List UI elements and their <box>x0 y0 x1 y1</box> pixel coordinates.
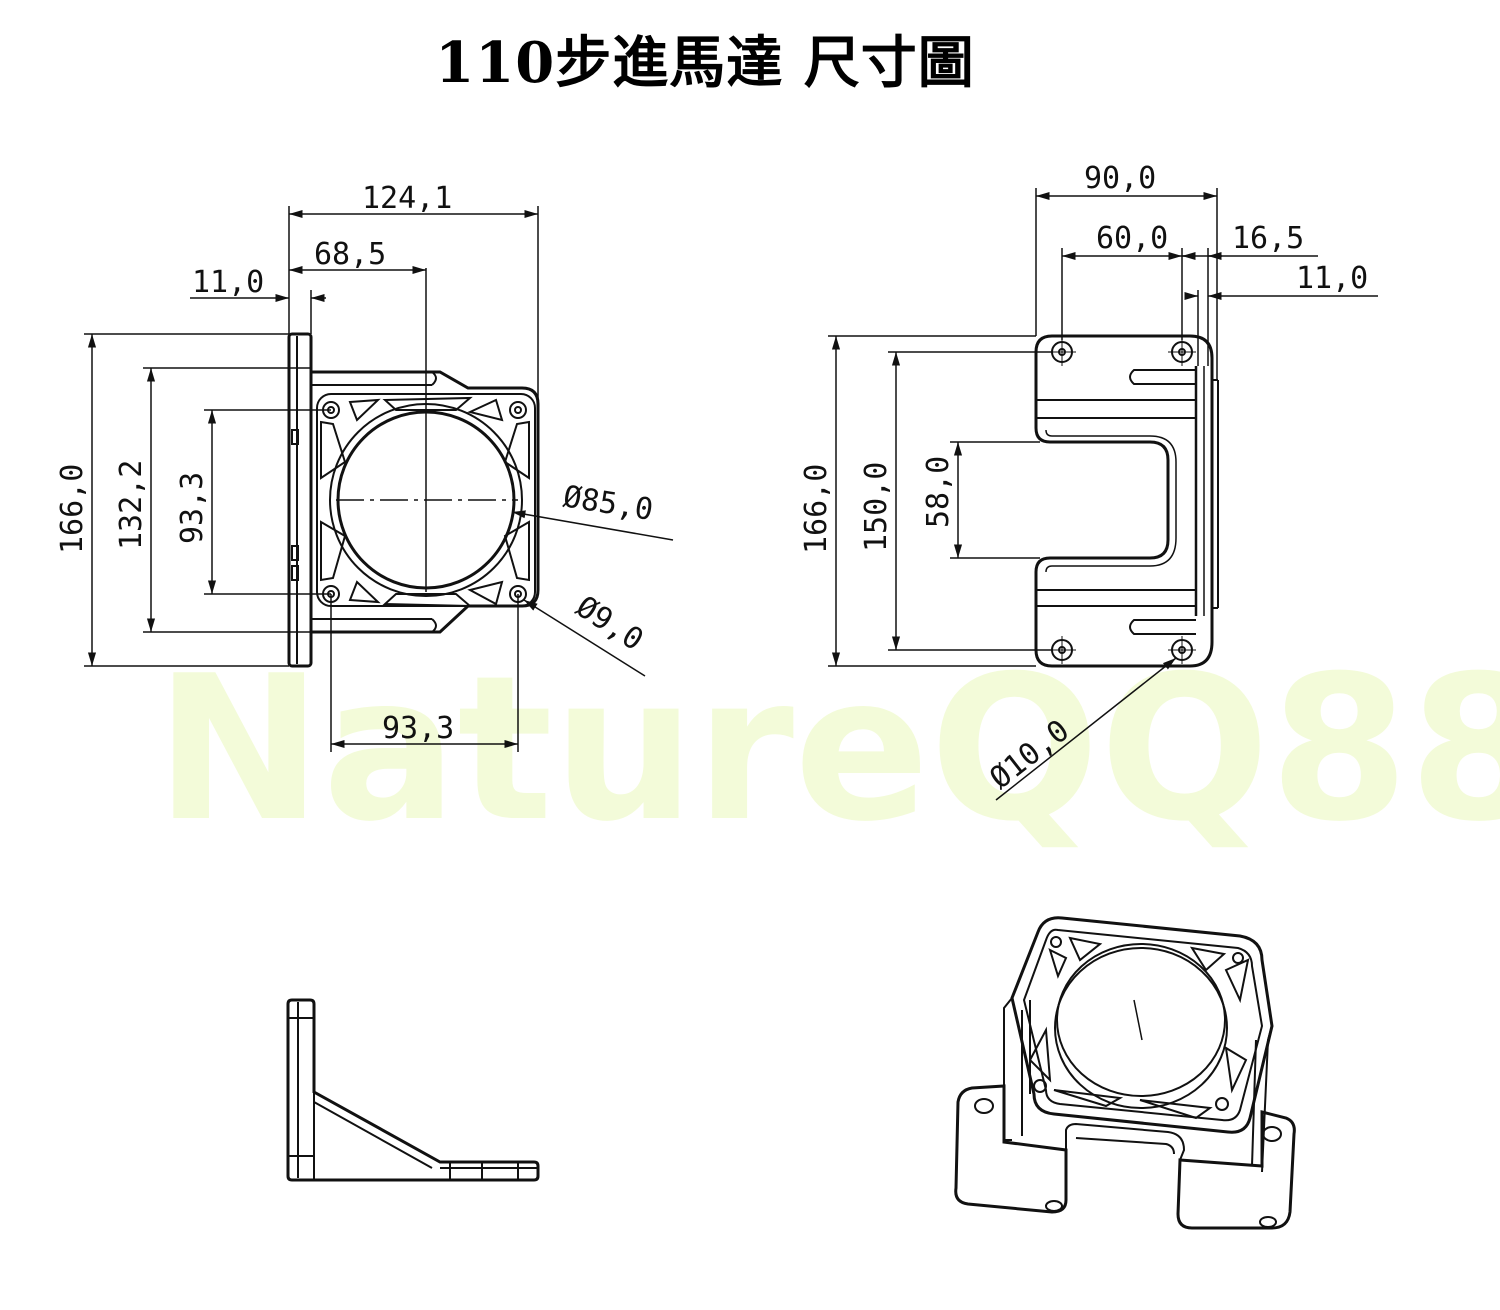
iso-top-plate <box>1010 916 1274 1134</box>
dim-slot-spacing: 60,0 <box>1096 221 1168 256</box>
side-dimension-labels: 90,0 60,0 16,5 11,0 166,0 150,0 58,0 Ø10… <box>799 161 1368 796</box>
isometric-view <box>954 916 1296 1230</box>
side-dimensions <box>828 188 1378 801</box>
dim-hole-spacing-h: 93,3 <box>382 711 454 746</box>
dim-height-inner: 132,2 <box>114 460 149 550</box>
side-profile-view <box>286 998 540 1182</box>
dim-side-plate-thickness: 11,0 <box>1296 261 1368 296</box>
side-outline <box>1034 334 1214 668</box>
dim-hole-spacing-v: 93,3 <box>175 472 210 544</box>
l-bracket-outline <box>286 998 540 1182</box>
front-pockets <box>320 396 530 608</box>
iso-left-foot <box>954 1084 1068 1214</box>
dim-side-height-total: 166,0 <box>799 464 834 554</box>
dim-offset: 16,5 <box>1232 221 1304 256</box>
front-dimensions <box>84 206 674 752</box>
front-view <box>287 268 540 668</box>
dim-to-center: 68,5 <box>314 237 386 272</box>
dim-width-total: 124,1 <box>362 181 452 216</box>
dim-side-hole-spacing: 150,0 <box>859 462 894 552</box>
iso-right-foot <box>1176 1110 1296 1230</box>
side-mount-holes <box>1051 341 1193 661</box>
dim-depth-total: 90,0 <box>1084 161 1156 196</box>
page-title: 110步進馬達 尺寸圖 <box>435 30 975 96</box>
front-mount-plate <box>287 332 313 668</box>
dim-cutout-height: 58,0 <box>921 456 956 528</box>
side-view <box>1034 334 1219 668</box>
front-mount-holes <box>322 401 527 603</box>
dim-plate-thickness: 11,0 <box>192 265 264 300</box>
watermark-text: NatureQQ88 <box>155 633 1500 866</box>
dim-bore-diameter: Ø85,0 <box>561 479 656 528</box>
dim-height-total: 166,0 <box>55 464 90 554</box>
